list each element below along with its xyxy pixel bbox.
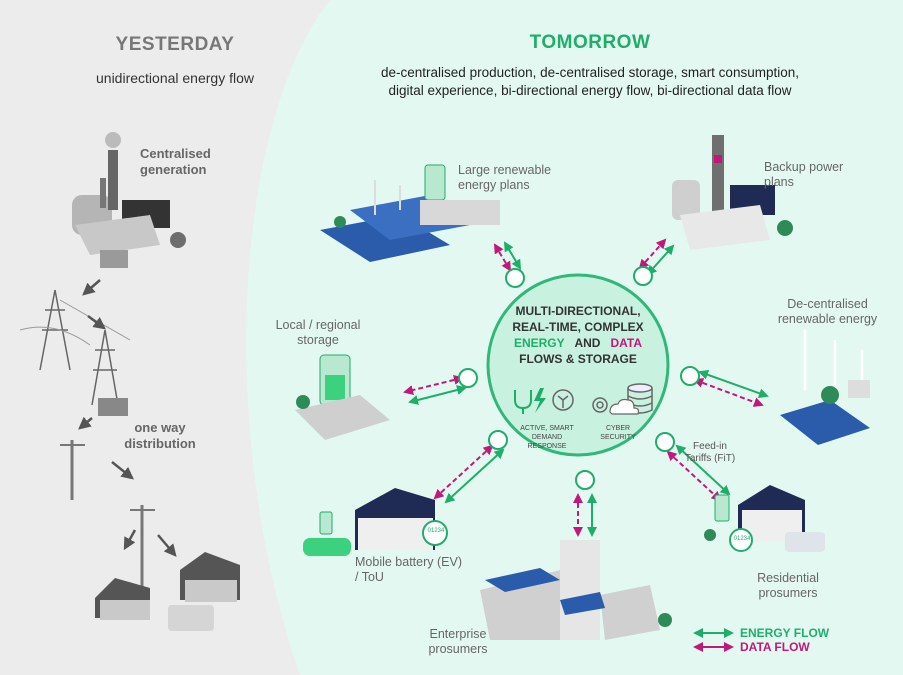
decentralised-renewable-label: De-centralised renewable energy (777, 297, 878, 326)
residential-house-illustration (704, 485, 825, 552)
one-way-distribution-label: one way distribution (124, 420, 196, 451)
gray-houses-illustration (95, 552, 240, 631)
large-renewable-illustration (320, 164, 500, 262)
large-renewable-label: Large renewable energy plans (458, 163, 552, 192)
hub-and-word: AND (574, 336, 601, 350)
enterprise-illustration (480, 540, 672, 640)
hub-connectors (458, 266, 700, 490)
flow-links (403, 238, 769, 537)
ev-meter-reading: 01234 (427, 528, 445, 534)
hub-line2: REAL-TIME, COMPLEX (512, 320, 644, 334)
centralised-plant-illustration (72, 132, 186, 268)
cyber-security-label: CYBER SECURITY (600, 425, 636, 441)
hub-data-word: DATA (610, 336, 643, 350)
backup-power-label: Backup power plans (764, 160, 844, 189)
tomorrow-title: TOMORROW (529, 32, 651, 53)
lightning-icon (534, 388, 546, 413)
feed-in-tariffs-label: Feed-in Tariffs (FiT) (684, 441, 736, 464)
transmission-towers-illustration (19, 289, 131, 406)
decentralised-renewable-illustration (780, 330, 870, 445)
yesterday-title: YESTERDAY (115, 34, 235, 55)
brain-icon (552, 389, 574, 411)
legend-data-label: DATA FLOW (740, 640, 810, 654)
mobile-battery-label: Mobile battery (EV) / ToU (355, 555, 462, 584)
residential-prosumers-label: Residential prosumers (757, 571, 819, 600)
local-storage-illustration (295, 354, 390, 440)
residential-meter-reading: 01234 (733, 536, 751, 542)
tomorrow-subtitle: de-centralised production, de-centralise… (330, 64, 850, 100)
legend-energy-label: ENERGY FLOW (740, 626, 830, 640)
distribution-poles-illustration (60, 440, 155, 590)
gear-icon (592, 397, 608, 413)
hub-line1: MULTI-DIRECTIONAL, (515, 304, 641, 318)
cloud-icon (609, 398, 640, 415)
hub-text: MULTI-DIRECTIONAL, REAL-TIME, COMPLEX EN… (493, 303, 663, 367)
ev-house-illustration (303, 488, 448, 556)
hub-line4: FLOWS & STORAGE (519, 352, 637, 366)
enterprise-prosumers-label: Enterprise prosumers (428, 627, 488, 656)
backup-power-illustration (672, 135, 793, 250)
transformer-box (98, 398, 128, 416)
tomorrow-subtitle-line2: digital experience, bi-directional energ… (388, 83, 792, 98)
demand-response-label: ACTIVE, SMART DEMAND RESPONSE (520, 425, 574, 450)
hub-line3: ENERGY AND DATA (493, 335, 663, 351)
local-storage-label: Local / regional storage (275, 318, 361, 347)
tomorrow-subtitle-line1: de-centralised production, de-centralise… (381, 65, 799, 80)
hub-energy-word: ENERGY (513, 336, 565, 350)
centralised-generation-label: Centralised generation (140, 146, 211, 177)
plug-icon (514, 390, 532, 414)
yesterday-subtitle: unidirectional energy flow (96, 70, 254, 86)
one-way-arrows (78, 279, 177, 557)
